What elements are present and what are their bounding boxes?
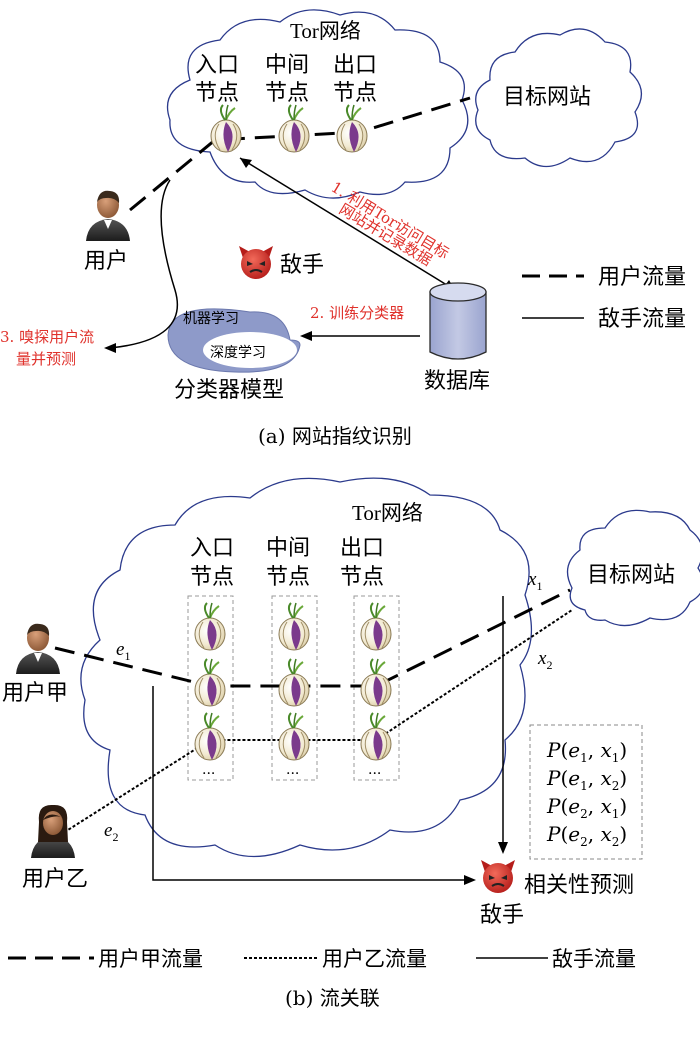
middle-node-label-1: 中间 [266,536,310,561]
entry-node-column [187,595,234,781]
middle-node-label-1: 中间 [265,53,309,78]
step3-label-1: 3. 嗅探用户流 [0,328,94,346]
entry-node-label-2: 节点 [190,565,234,590]
middle-node-ellipsis: ... [286,762,299,778]
ml-label: 机器学习 [183,311,239,327]
adversary-label: 敌手 [480,903,524,928]
e2-label: e2 [104,820,118,844]
adversary-label: 敌手 [280,253,324,278]
tor-network-cloud [80,477,533,858]
exit-node-label-1: 出口 [333,53,377,78]
x1-label: x1 [527,569,542,593]
tor-network-title: Tor网络 [290,19,361,43]
part-b-flow-correlation: Tor网络 入口 节点 中间 节点 出口 节点 ... ... ... [2,477,700,1010]
devil-icon [480,859,516,894]
middle-node-column [271,595,318,781]
entry-node-ellipsis: ... [202,762,215,778]
tor-network-cloud [166,9,469,199]
user-a-label: 用户甲 [2,681,68,706]
exit-node-column [353,595,400,781]
user-male-icon [16,623,60,674]
entry-node-label-1: 入口 [190,536,234,561]
user-label: 用户 [84,249,128,274]
part-a-wf: Tor网络 入口 节点 中间 节点 出口 节点 目标网站 用户 敌手 1. 利用… [0,9,686,448]
step1-arrow [239,157,456,291]
target-website-label: 目标网站 [587,563,675,588]
database-label: 数据库 [424,369,490,394]
entry-node-label-1: 入口 [195,53,239,78]
legend-user-b-flow-label: 用户乙流量 [322,947,427,971]
user-b-label: 用户乙 [22,867,88,892]
step3-arrow [109,179,179,349]
x2-label: x2 [537,648,552,672]
caption-b: (b) 流关联 [285,986,380,1010]
legend-adversary-flow-label: 敌手流量 [598,307,686,332]
legend-adversary-flow-label: 敌手流量 [552,947,636,971]
step2-label: 2. 训练分类器 [310,304,404,322]
classifier-model-label: 分类器模型 [174,378,284,403]
probability-box [529,724,643,860]
entry-node-label-2: 节点 [195,81,239,106]
target-website-cloud [566,509,700,627]
e1-label: e1 [116,639,130,663]
middle-node-label-2: 节点 [265,81,309,106]
exit-node-label-2: 节点 [340,565,384,590]
exit-node-label-1: 出口 [340,536,384,561]
legend-user-a-flow-label: 用户甲流量 [98,947,203,971]
database-icon [429,282,487,360]
classifier-model-shape [167,308,301,373]
middle-node-label-2: 节点 [266,565,310,590]
user-female-icon [31,804,75,858]
caption-a: (a) 网站指纹识别 [258,424,412,448]
devil-icon [238,245,274,280]
exit-node-ellipsis: ... [368,762,381,778]
dl-label: 深度学习 [210,345,266,361]
user-male-icon [86,190,130,241]
step3-label-2: 量并预测 [16,350,76,368]
legend-user-flow-label: 用户流量 [598,265,686,290]
adversary-tap-line [152,686,470,881]
exit-node-label-2: 节点 [333,81,377,106]
correlation-prediction-label: 相关性预测 [524,873,634,898]
tor-network-title: Tor网络 [352,501,423,525]
target-website-cloud [475,28,642,168]
target-website-label: 目标网站 [503,85,591,110]
